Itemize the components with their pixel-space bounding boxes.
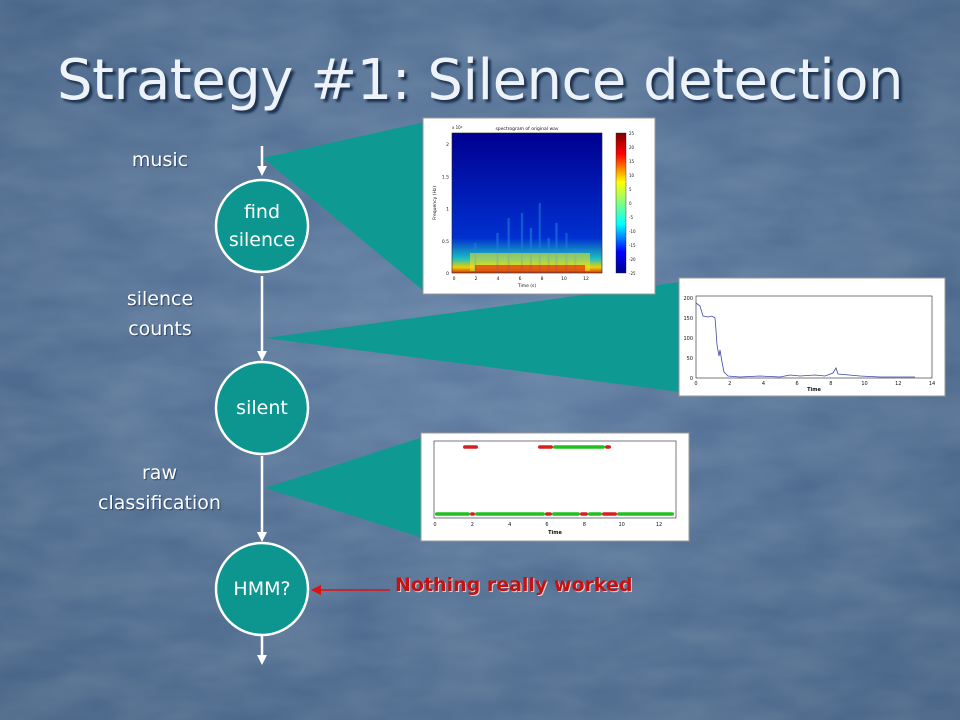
silence-counts-ytick: 200 [683,296,693,302]
raw-classification-marks [435,445,674,516]
colorbar-tick: -20 [629,257,636,262]
edge-label-raw-classification: raw classification [82,458,237,518]
silence-counts-callout [265,282,680,392]
spectrogram-content [470,203,590,273]
spectrogram-band [555,223,558,273]
silence-counts-xtick: 4 [762,381,765,387]
silent-node [214,360,310,456]
classification-segment [475,512,545,516]
silence-counts-xtick: 2 [728,381,731,387]
silence-counts-ytick: 0 [690,376,693,382]
classification-segment [580,512,588,516]
spectrogram-xtick: 10 [561,276,567,282]
spectrogram-xtick: 2 [475,276,478,282]
edge-label-silence-counts: silence counts [95,284,225,344]
classification-segment [602,512,617,516]
raw-classification-xtick: 4 [508,522,511,528]
hmm-node [214,541,310,637]
raw-classification-xtick: 8 [583,522,586,528]
silence-counts-xtick: 14 [929,381,935,387]
find-silence-node [214,178,310,274]
raw-classification-xtick: 12 [656,522,662,528]
silence-counts-ytick: 100 [683,336,693,342]
silence-counts-ytick: 150 [683,316,693,322]
silent-label: silent [216,394,308,422]
classification-segment [553,445,605,449]
raw-classification-callout [265,437,423,538]
spectrogram-band [507,218,510,273]
edge-label-line: counts [128,318,192,340]
hmm-label: HMM? [216,575,308,603]
raw-classification-xlabel: Time [548,530,562,536]
silence-counts-xtick: 6 [796,381,799,387]
spectrogram-ytick: 2 [446,142,449,148]
find-silence-label: find silence [216,198,308,254]
classification-segment [463,445,478,449]
colorbar-tick: -25 [629,271,636,276]
colorbar-tick: 15 [629,159,635,164]
spectrogram-callout [263,122,425,292]
spectrogram-xtick: 12 [583,276,589,282]
classification-segment [617,512,674,516]
colorbar-tick: -5 [629,215,633,220]
silence-counts-xtick: 0 [694,381,697,387]
spectrogram-xtick: 8 [541,276,544,282]
classification-segment [435,512,470,516]
colorbar-tick: 10 [629,173,635,178]
raw-classification-xtick: 2 [471,522,474,528]
node-label-line: silent [236,397,288,419]
spectrogram-exponent: x 10⁴ [452,125,463,130]
classification-segment [588,512,602,516]
spectrogram-ytick: 0 [446,271,449,277]
node-label-line: HMM? [233,578,291,600]
spectrogram-band [538,203,541,273]
spectrogram-xtick: 4 [497,276,500,282]
node-label-line: silence [228,229,296,251]
spectrogram-band [520,213,524,273]
spectrogram-image [452,133,602,273]
colorbar-tick: 20 [629,145,635,150]
annotation-text: Nothing really worked [395,574,633,596]
edge-label-line: classification [98,492,221,514]
spectrogram-xtick: 6 [519,276,522,282]
spectrogram-xtick: 0 [453,276,456,282]
edge-label-line: raw [142,462,177,484]
silence-counts-ytick: 50 [687,356,693,362]
edge-label-line: silence [126,288,194,310]
silence-counts-xtick: 12 [895,381,901,387]
spectrogram-band [475,265,585,272]
spectrogram-ytick: 1.5 [442,174,449,180]
spectrogram-ylabel: Frequency (Hz) [432,186,438,220]
colorbar-tick: -15 [629,243,636,248]
spectrogram-title: spectrogram of original wav [495,126,558,132]
node-label-line: find [243,201,281,223]
silence-counts-line [695,302,915,378]
spectrogram-xlabel: Time (s) [517,283,537,289]
classification-segment [470,512,475,516]
input-label-music: music [131,149,189,171]
classification-segment [552,512,580,516]
slide-title: Strategy #1: Silence detection [56,48,904,113]
colorbar-tick: 0 [629,201,632,206]
colorbar-tick: -10 [629,229,636,234]
raw-classification-xtick: 0 [433,522,436,528]
classification-segment [538,445,553,449]
raw-classification-xtick: 6 [545,522,548,528]
silence-counts-xlabel: Time [807,387,821,393]
colorbar-tick: 5 [629,187,632,192]
classification-segment [605,445,611,449]
raw-classification-xtick: 10 [618,522,624,528]
silence-counts-xtick: 8 [829,381,832,387]
colorbar-tick: 25 [629,131,635,136]
silence-counts-xtick: 10 [861,381,867,387]
classification-segment [545,512,552,516]
spectrogram-band [529,228,532,273]
spectrogram-ytick: 0.5 [442,239,449,245]
spectrogram-ytick: 1 [446,207,449,213]
spectrogram-colorbar [615,132,627,274]
